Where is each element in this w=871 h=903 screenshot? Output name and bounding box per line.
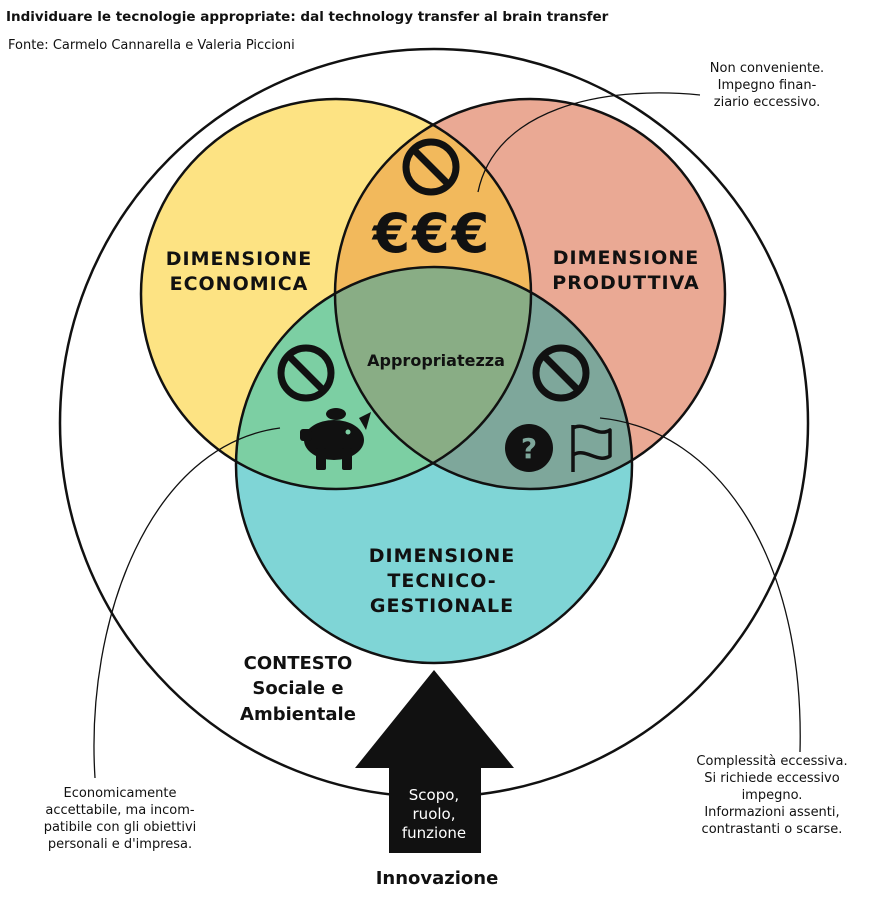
connector-bottom-right [599,417,801,753]
piggy-bank-icon [300,408,371,470]
tecnico-label-line3: GESTIONALE [370,595,514,617]
prohibited-icon [532,344,590,402]
connector-bottom-left [93,427,281,779]
context-label-line3: Ambientale [240,704,356,725]
prohibited-icon [402,138,460,196]
arrow-label-line1: Scopo, [409,786,459,804]
svg-text:?: ? [521,432,537,465]
economica-label-line2: ECONOMICA [170,273,309,295]
context-label-line2: Sociale e [252,678,343,699]
note-top-right: Non conveniente. Impegno finan- ziario e… [709,61,825,110]
prohibited-icon [277,344,335,402]
arrow-label-line2: ruolo, [413,805,456,823]
tecnico-label-line1: DIMENSIONE [369,545,515,567]
innovation-arrow [355,670,514,853]
innovation-label: Innovazione [376,868,499,889]
question-icon: ? [505,424,553,472]
diagram-title: Individuare le tecnologie appropriate: d… [6,9,609,25]
euro-icons: €€€ [371,202,492,265]
note-bottom-right: Complessità eccessiva. Si richiede ecces… [696,754,848,837]
tecnico-label-line2: TECNICO- [387,570,496,592]
produttiva-label-line2: PRODUTTIVA [552,272,699,294]
center-label: Appropriatezza [367,351,505,370]
connector-top-right [477,92,701,193]
source-credit: Fonte: Carmelo Cannarella e Valeria Picc… [8,38,295,53]
flag-icon [571,424,612,472]
economica-label-line1: DIMENSIONE [166,248,312,270]
produttiva-label-line1: DIMENSIONE [553,247,699,269]
note-bottom-left: Economicamente accettabile, ma incom- pa… [43,786,197,852]
context-label-line1: CONTESTO [244,653,353,674]
arrow-label-line3: funzione [402,824,466,842]
